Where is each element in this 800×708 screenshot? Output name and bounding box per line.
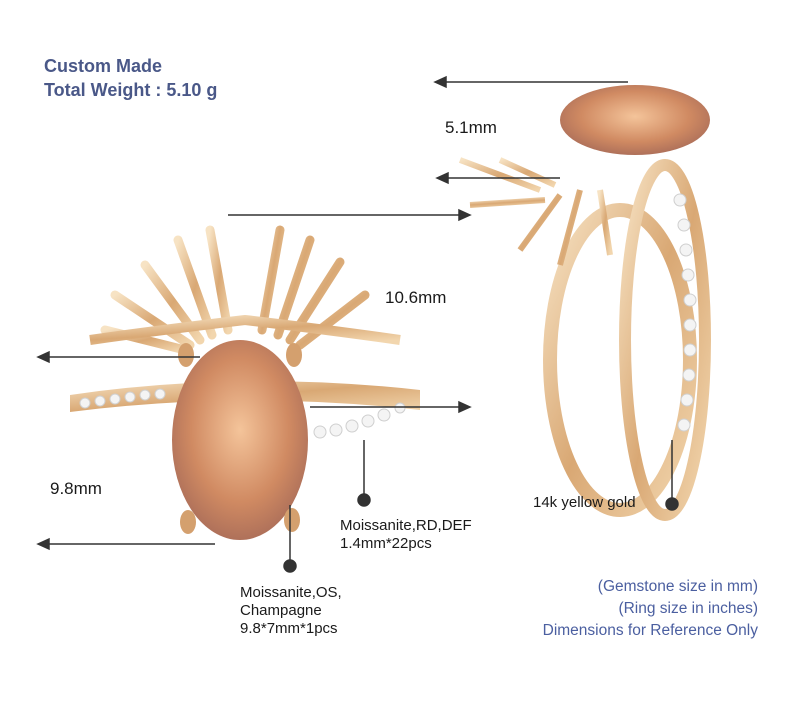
header-title: Custom Made xyxy=(44,56,163,76)
dimension-stone-length: 9.8mm xyxy=(50,479,102,498)
arrow-width-left xyxy=(36,350,200,364)
dimension-height: 5.1mm xyxy=(445,118,497,137)
reference-notes: (Gemstone size in mm) (Ring size in inch… xyxy=(543,576,758,642)
center-stone-size: 9.8*7mm*1pcs xyxy=(240,620,338,637)
dimension-width: 10.6mm xyxy=(385,288,447,307)
side-stones-type: Moissanite,RD,DEF xyxy=(340,517,472,534)
pointer-side-stones xyxy=(357,440,371,507)
metal-spec: 14k yellow gold xyxy=(533,494,636,511)
arrow-width-top xyxy=(228,208,472,222)
gemstone-size-note: (Gemstone size in mm) xyxy=(597,578,758,595)
side-stones-spec: Moissanite,RD,DEF 1.4mm*22pcs xyxy=(340,517,472,553)
total-weight: Total Weight : 5.10 g xyxy=(44,80,218,100)
center-stone-type: Moissanite,OS, xyxy=(240,584,342,601)
center-stone-color: Champagne xyxy=(240,602,322,619)
reference-disclaimer: Dimensions for Reference Only xyxy=(542,622,758,639)
ring-size-note: (Ring size in inches) xyxy=(618,600,758,617)
side-ring xyxy=(458,85,711,521)
front-ring xyxy=(70,220,420,540)
arrow-stone-bottom xyxy=(36,537,215,551)
pointer-metal xyxy=(665,440,679,511)
arrow-band-right xyxy=(310,400,472,414)
side-stones-size: 1.4mm*22pcs xyxy=(340,535,432,552)
center-stone-spec: Moissanite,OS, Champagne 9.8*7mm*1pcs xyxy=(240,584,342,638)
arrow-height-side-lower xyxy=(435,171,560,185)
pointer-center-stone xyxy=(283,505,297,573)
arrow-height-side xyxy=(433,75,628,89)
